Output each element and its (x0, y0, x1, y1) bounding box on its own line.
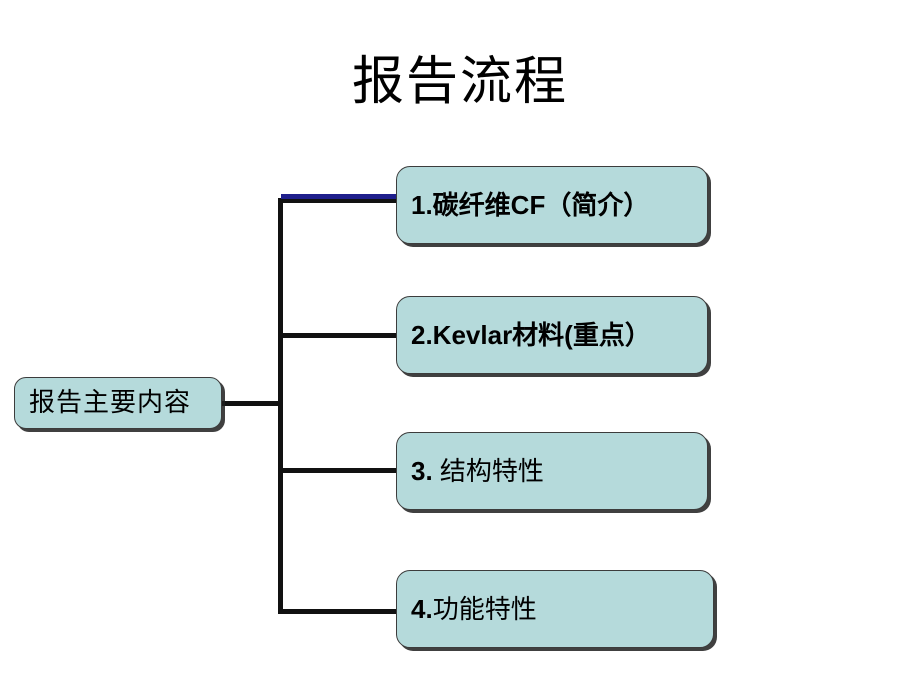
node-branch-1-label: 1.碳纤维CF（简介） (411, 190, 650, 220)
node-branch-4-number: 4. (411, 594, 433, 624)
connector-branch-1-highlight (281, 194, 400, 199)
connector-branch-3 (278, 468, 400, 473)
node-branch-3-number: 3. (411, 456, 433, 486)
node-branch-3-label: 3. 结构特性 (411, 455, 707, 487)
node-branch-2-label: 2.Kevlar材料(重点） (411, 320, 651, 350)
node-branch-2[interactable]: 2.Kevlar材料(重点） (396, 296, 708, 374)
node-branch-1[interactable]: 1.碳纤维CF（简介） (396, 166, 708, 244)
connector-root-stub (222, 401, 282, 406)
node-branch-3[interactable]: 3. 结构特性 (396, 432, 708, 510)
connector-branch-2 (278, 333, 400, 338)
node-branch-3-text: 结构特性 (432, 456, 544, 486)
node-root[interactable]: 报告主要内容 (14, 377, 222, 429)
connector-branch-1 (278, 198, 400, 203)
page-title: 报告流程 (351, 54, 568, 111)
connector-branch-4 (278, 609, 400, 614)
connector-trunk-vertical (278, 198, 283, 614)
node-branch-4-text: 功能特性 (432, 594, 537, 624)
node-branch-4[interactable]: 4.功能特性 (396, 570, 714, 648)
node-root-label: 报告主要内容 (29, 388, 192, 417)
node-branch-4-label: 4.功能特性 (411, 593, 713, 625)
